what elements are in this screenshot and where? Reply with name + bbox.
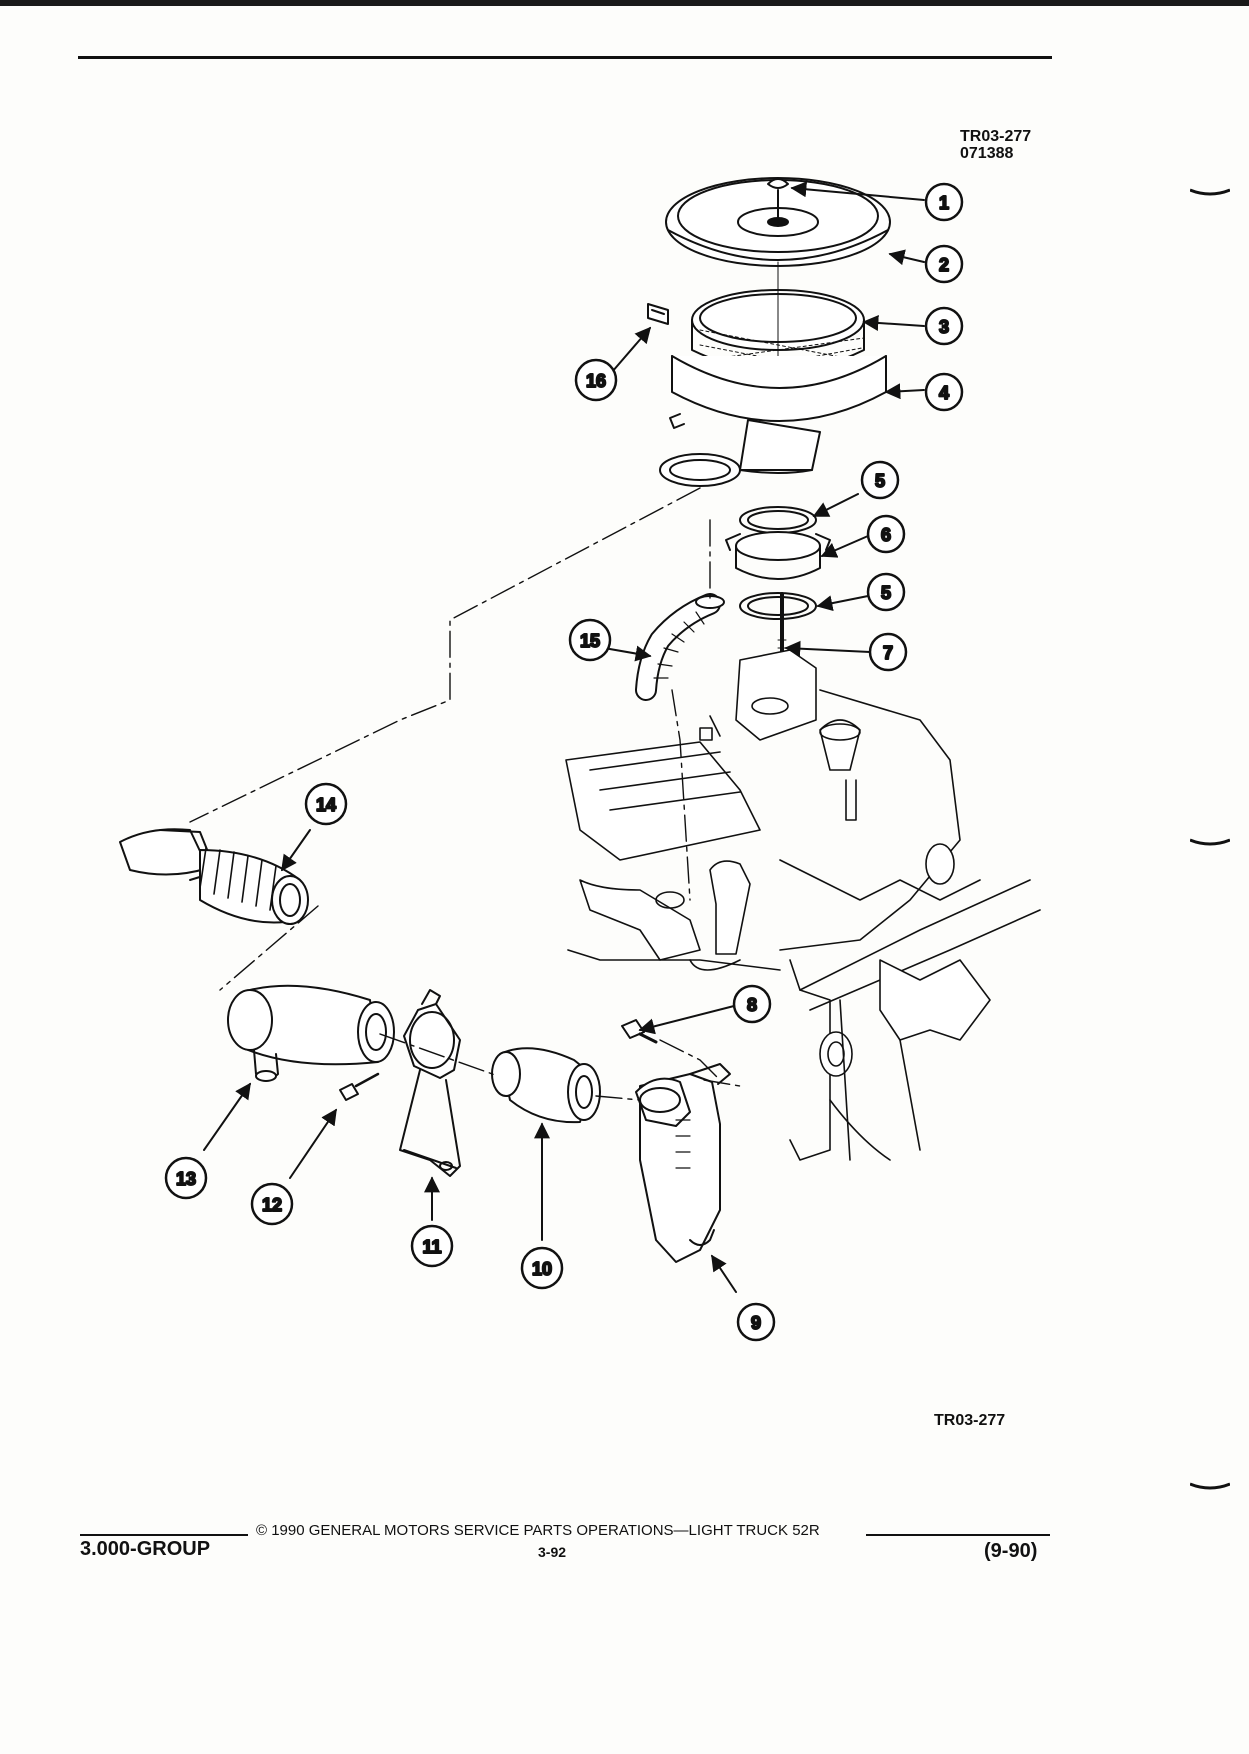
svg-text:2: 2 (939, 255, 949, 275)
bracket (399, 989, 461, 1177)
svg-text:9: 9 (751, 1313, 761, 1333)
callout-16: 16 (574, 358, 618, 402)
top-scan-band (0, 0, 1249, 6)
callout-10: 10 (520, 1246, 564, 1290)
clip (647, 303, 669, 325)
callout-12: 12 (250, 1182, 294, 1226)
callout-5-upper: 5 (860, 460, 900, 500)
callout-7: 7 (868, 632, 908, 672)
leader-arrows (203, 181, 925, 1293)
silencer-housing (635, 1063, 731, 1263)
svg-text:16: 16 (586, 371, 606, 391)
binding-mark (1190, 188, 1230, 196)
wing-nut (767, 178, 789, 223)
svg-text:15: 15 (580, 631, 600, 651)
stud (777, 592, 787, 660)
duct-tube (491, 1047, 601, 1124)
header-rule (78, 56, 1052, 59)
engine-block (565, 649, 1041, 1161)
assembly-lines (189, 487, 741, 1101)
callout-1: 1 (924, 182, 964, 222)
callout-2: 2 (924, 244, 964, 284)
pcv-hose (635, 593, 725, 701)
callout-9: 9 (736, 1302, 776, 1342)
callout-3: 3 (924, 306, 964, 346)
upper-gasket (739, 506, 817, 534)
figure-code-top: TR03-277 071388 (960, 128, 1031, 162)
svg-text:13: 13 (176, 1169, 196, 1189)
svg-text:4: 4 (939, 383, 949, 403)
svg-text:6: 6 (881, 525, 891, 545)
callout-5-lower: 5 (866, 572, 906, 612)
callout-14: 14 (304, 782, 348, 826)
resonator (227, 984, 395, 1082)
lower-gasket (739, 592, 817, 620)
footer-left-rule (80, 1534, 248, 1536)
svg-text:8: 8 (747, 995, 757, 1015)
air-cleaner-housing (659, 355, 887, 487)
svg-text:5: 5 (881, 583, 891, 603)
footer-date: (9-90) (984, 1540, 1038, 1562)
bolt (621, 1019, 658, 1044)
figure-code-bottom: TR03-277 (934, 1412, 1006, 1429)
callout-4: 4 (924, 372, 964, 412)
binding-mark (1190, 1482, 1230, 1490)
svg-text:7: 7 (883, 643, 893, 663)
adapter (725, 531, 831, 580)
figure-code-line1: TR03-277 (960, 128, 1032, 145)
callout-11: 11 (410, 1224, 454, 1268)
intake-duct (119, 828, 309, 925)
svg-text:11: 11 (422, 1237, 441, 1257)
callout-6: 6 (866, 514, 906, 554)
figure-code-line2: 071388 (960, 145, 1014, 162)
svg-text:12: 12 (262, 1195, 282, 1215)
screw (339, 1072, 380, 1101)
svg-text:5: 5 (875, 471, 885, 491)
callout-15: 15 (568, 618, 612, 662)
callout-13: 13 (164, 1156, 208, 1200)
binding-mark (1190, 838, 1230, 846)
footer-page-number: 3-92 (538, 1544, 567, 1560)
footer-right-rule (866, 1534, 1050, 1536)
footer-copyright: © 1990 GENERAL MOTORS SERVICE PARTS OPER… (256, 1522, 820, 1539)
svg-text:14: 14 (316, 795, 336, 815)
svg-text:3: 3 (939, 317, 949, 337)
filter-element (691, 261, 865, 373)
callout-8: 8 (732, 984, 772, 1024)
svg-text:1: 1 (939, 193, 949, 213)
footer-group: 3.000-GROUP (80, 1538, 211, 1560)
svg-text:10: 10 (532, 1259, 552, 1279)
